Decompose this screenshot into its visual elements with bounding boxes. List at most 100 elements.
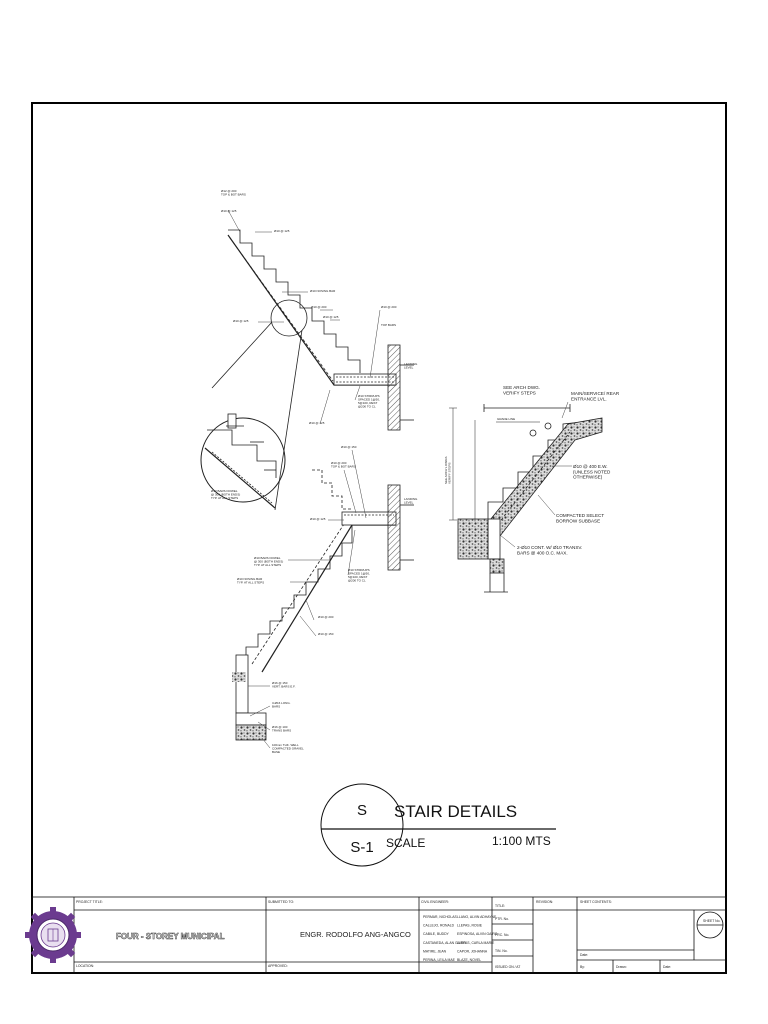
ground-fill-left [232,672,246,682]
engineer-name: PERMAR, NICHOLAS [423,915,457,919]
callout-top-bars-2: Ø10 @ 200 [381,305,397,309]
engineer-name: ESPINOSA, ALVIN GAIRO [457,932,498,936]
scale-value: 1:100 MTS [492,834,551,848]
engineer-name: CABILE, BUDDY [423,932,450,936]
upper-callout-leaders [227,209,381,425]
engineer-name: BLAZE, NOVEL [457,958,481,962]
callout-top-bars-label: TOP BARS [381,323,396,327]
lower-beam [387,484,401,571]
submitted-to: ENGR. RODOLFO ANG-ANGCO [300,930,411,939]
callout-long-bars: 3-Ø16 LONG.BARS [272,701,291,708]
upper-stair-rebar [229,237,334,382]
detail-enlargement [200,413,286,509]
upper-stair-steps [228,229,361,373]
lower-stair-rebar [251,517,349,665]
callout-nosing-bar: Ø10 NOSING BAR [310,289,336,293]
project-title: FOUR - STOREY MUNICIPAL [116,932,225,941]
scale-label: SCALE [386,836,425,850]
approved-label: APPROVED: [268,964,288,968]
callout-bar-125-a: Ø10 @ 125 [221,209,237,213]
callout-bar-125-b: Ø10 @ 125 [274,229,290,233]
upper-landing-slab [333,373,397,386]
engineer-name: PERINA, LEILA MAE [423,958,456,962]
engineer-name: CASTANEDA, ALAN GAIRO [423,941,466,945]
engineer-name: CAPOR, JOHANNA [457,949,488,953]
lower-stair-steps [245,512,353,660]
title-block-text: PROJECT TITLE: FOUR - STOREY MUNICIPAL L… [76,900,721,969]
tin-label: TIN. No. [495,949,508,953]
section-bubble [320,783,404,867]
engineers-left-list: PERMAR, NICHOLAS CALLEJO, RONALD CABILE, B… [423,915,466,962]
civil-engineer-label: CIVIL ENGINEER: [421,900,449,904]
grade-footing [487,518,501,560]
title-label: TITLE: [495,904,505,908]
upper-stair-section [211,229,414,511]
grade-base [489,558,505,574]
date-label: Date: [580,953,588,957]
detail-marker-circle [270,299,308,337]
engineer-name: LLEPAS, CARLA MARIE [457,941,495,945]
sheet-border [31,102,727,974]
drawing-title-block: S S-1 STAIR DETAILS SCALE 1:100 MTS [320,783,556,867]
upper-stair-soffit [227,234,395,386]
lower-gravel-base [235,724,267,741]
callout-bar-200-c: Ø10 @ 200 [318,615,334,619]
prc-label: PRC. No. [495,933,509,937]
callout-bar-200-a2: Ø10 @ 125 [323,315,339,319]
detail-leader-2 [274,329,303,511]
detail-leader-1 [211,321,273,389]
sheet-no-label: SHEET No. [703,919,721,923]
callout-detail-bars: Ø10 BARS DOWEL@ 300 (BOTH ENDS)TYP. AT A… [211,489,240,500]
location-label: LOCATION: [76,964,94,968]
lower-stair-hidden [312,469,352,510]
lower-footing [235,712,267,726]
engineer-name: LLANO, ALVIN ADHAYNE [457,915,497,919]
project-title-label: PROJECT TITLE: [76,900,103,904]
grade-callout-leaders [499,401,572,548]
ptr-label: PTR. No. [495,917,509,921]
lower-stair-section [232,469,414,741]
university-seal-logo [25,907,81,963]
callout-bar-125-d: Ø10 @ 125 [309,421,325,425]
callout-bar-150: Ø10 @ 150 [341,445,357,449]
grade-gravel-left [457,518,489,560]
callout-vert-dim: SEE ARCH'L DWGSVERIFY STEPS [444,457,451,484]
callout-arch-dwg: SEE ARCH DWG.VERIFY STEPS [503,385,540,395]
engineer-name: MATIRE, JEAN [423,949,447,953]
callout-bar-200-a: Ø10 @ 200 [311,305,327,309]
callout-bar-150-b: Ø10 @ 150 [318,632,334,636]
date2-label: Date: [663,965,671,969]
callout-cont-bars: 2-Ø10 CONT. W/ Ø10 TRANSV.BARS @ 400 O.C… [517,545,582,555]
issued-label: ISSUED ON / AT [495,965,520,969]
callout-bar-125-e: Ø10 @ 125 [310,517,326,521]
upper-beam [387,344,401,431]
by-label: By: [580,965,585,969]
sheet-contents-label: SHEET CONTENTS: [580,900,612,904]
engineers-right-list: LLANO, ALVIN ADHAYNE LLEPAS, ROSIE ESPINOS… [457,915,498,962]
bubble-bottom-label: S-1 [350,839,373,856]
engineer-name: LLEPAS, ROSIE [457,924,483,928]
grade-stair-section [449,404,603,593]
bubble-top-label: S [357,802,367,819]
callout-bar-125-c: Ø10 @ 125 [233,319,249,323]
submitted-to-label: SUBMITTED TO: [268,900,294,904]
engineer-name: CALLEJO, RONALD [423,924,455,928]
lower-callout-leaders [248,449,367,749]
drawing-title: STAIR DETAILS [394,802,517,821]
callout-ground-line: GRADE LINE [497,417,515,421]
revision-label: REVISION: [536,900,553,904]
